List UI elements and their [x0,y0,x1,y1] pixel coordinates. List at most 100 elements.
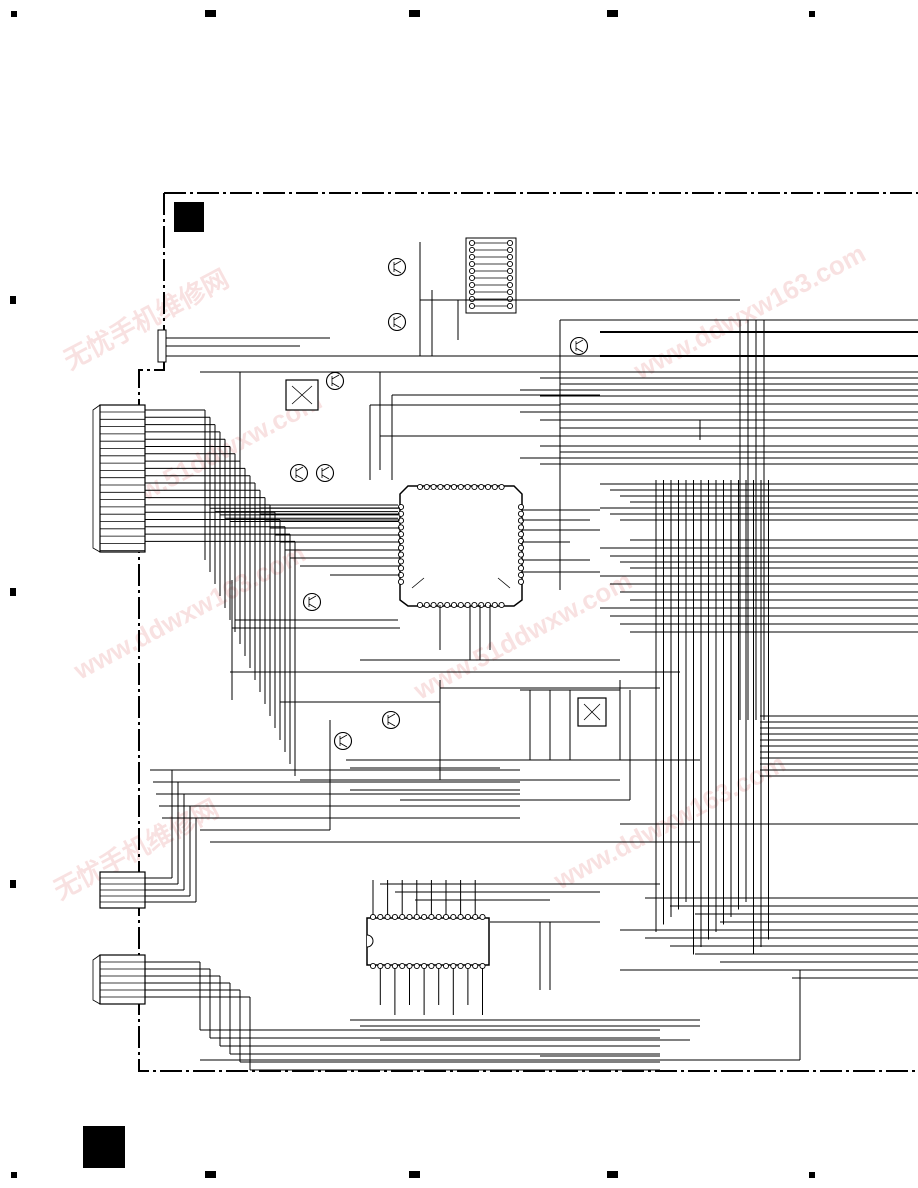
qfp-pin-top [437,483,444,491]
transistor-body [315,463,335,483]
qfp-pin-top [457,483,464,491]
transistor-leads [321,466,330,480]
qfp-pin-bottom [444,601,451,609]
qfp-pin-top [491,483,498,491]
transistor-body [381,710,401,730]
edge-mark-bottom-4 [809,1172,815,1178]
connector-pin [506,267,514,275]
wiring [145,242,918,1071]
connector-pin [506,253,514,261]
connector-pin [506,302,514,310]
connector-pin [506,239,514,247]
qfp-pin-bottom [478,601,485,609]
transistor-leads [393,315,402,329]
transistor-leads [331,374,340,388]
connector-pin [468,295,476,303]
dip-pin-top [413,913,420,921]
transistor-leads [575,339,584,353]
transistor-leads [295,466,304,480]
connector-pin [468,260,476,268]
connector-pin [468,288,476,296]
transistor-body [333,731,353,751]
dip-pin-top [406,913,413,921]
transistor-leads [339,734,348,748]
edge-mark-top-3 [607,10,618,17]
connector-pin [468,274,476,282]
dip-pin-bottom [464,962,471,970]
connector-top-small [157,329,167,363]
transistor-leads [393,260,402,274]
qfp-pin-top [416,483,424,491]
qfp-pin-right [517,565,525,572]
transistor-body [302,592,322,612]
qfp-pin-bottom [484,601,492,609]
dip-pin-top [435,913,442,921]
connector-pin [506,274,514,282]
dip-pin-top [399,913,406,921]
qfp-pin-left [397,551,405,558]
dip-pin-bottom [442,962,450,970]
connector-pin [468,239,476,247]
dip-pin-bottom [428,962,435,970]
dip-pin-bottom [479,962,486,970]
board-outline [138,192,918,1072]
qfp-pin-left [397,565,405,572]
connector-pin [468,246,476,254]
qfp-pin-right [517,517,525,524]
dip-pin-top [391,913,398,921]
qfp-pin-right [517,510,525,517]
transistor-body [325,371,345,391]
qfp-pin-top [444,483,451,491]
qfp-pin-right [517,531,525,538]
dip-pin-bottom [450,962,457,970]
qfp-pin-left [397,558,405,565]
connector-pin [506,260,514,268]
dip-pin-bottom [406,962,413,970]
transistor-body [387,312,407,332]
qfp-pin-top [430,483,437,491]
transistor-body [289,463,309,483]
bridge-package-right [577,697,607,727]
connector-pin [468,267,476,275]
dip-pin-bottom [435,962,442,970]
dip-pin-bottom [369,962,377,970]
qfp-pin-top [464,483,471,491]
qfp-pin-right [517,578,525,585]
qfp-pin-bottom [471,601,478,609]
connector-pin [506,295,514,303]
corner-mark-bottom-left [11,1172,17,1178]
qfp-pin-right [517,551,525,558]
connector-pin [506,246,514,254]
qfp-pin-right [517,571,525,579]
ic-dip-bottom [366,913,490,970]
qfp-pin-left [397,578,405,585]
edge-mark-bottom-2 [409,1171,420,1178]
qfp-pin-right [517,503,525,511]
edge-mark-bottom-3 [607,1171,618,1178]
qfp-pin-top [498,483,505,491]
qfp-pin-bottom [430,601,437,609]
connector-pin-rows [100,411,145,998]
dip-pin-bottom [377,962,384,970]
qfp-pin-top [478,483,485,491]
qfp-pin-top [471,483,478,491]
qfp-pin-bottom [464,601,471,609]
dip-pin-top [464,913,471,921]
dip-pin-top [377,913,384,921]
dip-pin-top [421,913,428,921]
qfp-pin-bottom [423,601,430,609]
connector-pin [468,253,476,261]
qfp-pin-left [397,524,405,531]
connector-pin [468,302,476,310]
dip-pin-top [472,913,479,921]
page-number-block [83,1126,125,1168]
dip-pin-top [457,913,464,921]
dip-pin-top [428,913,435,921]
connector-pin [506,288,514,296]
qfp-pin-bottom [457,601,464,609]
dip-pin-bottom [391,962,398,970]
dip-pin-bottom [421,962,428,970]
qfp-pin-bottom [498,601,505,609]
dip-pin-bottom [399,962,406,970]
dip-pin-bottom [472,962,479,970]
